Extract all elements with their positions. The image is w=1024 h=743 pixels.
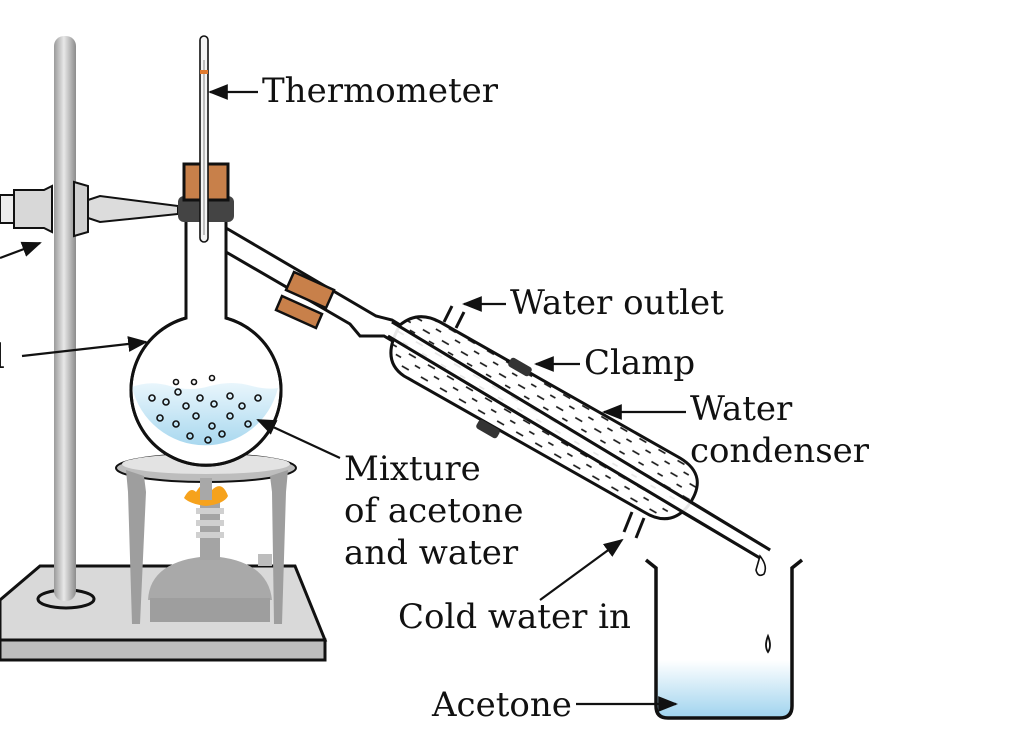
beaker — [644, 558, 804, 720]
acetone-label: Acetone — [431, 685, 572, 725]
cold-water-in-label: Cold water in — [398, 597, 631, 637]
burner — [148, 484, 272, 622]
flask-arrow — [21, 336, 148, 358]
cold-water-inlet-nozzle — [622, 511, 646, 539]
water-condenser-label-2: condenser — [690, 431, 870, 471]
water-condenser — [387, 305, 771, 577]
mixture-label-2: of acetone — [344, 491, 523, 531]
cold-water-arrow — [539, 538, 624, 601]
mixture-label-1: Mixture — [344, 449, 481, 489]
clamp-label: Clamp — [584, 343, 695, 383]
tube-corks — [274, 270, 336, 330]
stand-pointer-arrow — [0, 241, 42, 260]
thermometer-label: Thermometer — [262, 71, 499, 111]
tripod-stand — [115, 453, 297, 624]
distillation-flask — [129, 162, 283, 467]
mixture-arrow — [256, 419, 341, 459]
water-outlet-nozzle — [442, 305, 466, 329]
mixture-label-3: and water — [344, 533, 519, 573]
flask-label-partial: l — [0, 337, 5, 377]
water-condenser-label-1: Water — [690, 389, 793, 429]
stand-clamp — [0, 180, 179, 238]
stand-rod — [54, 36, 76, 601]
thermometer — [199, 35, 209, 243]
bubbles — [148, 374, 262, 444]
water-outlet-label: Water outlet — [510, 283, 724, 323]
